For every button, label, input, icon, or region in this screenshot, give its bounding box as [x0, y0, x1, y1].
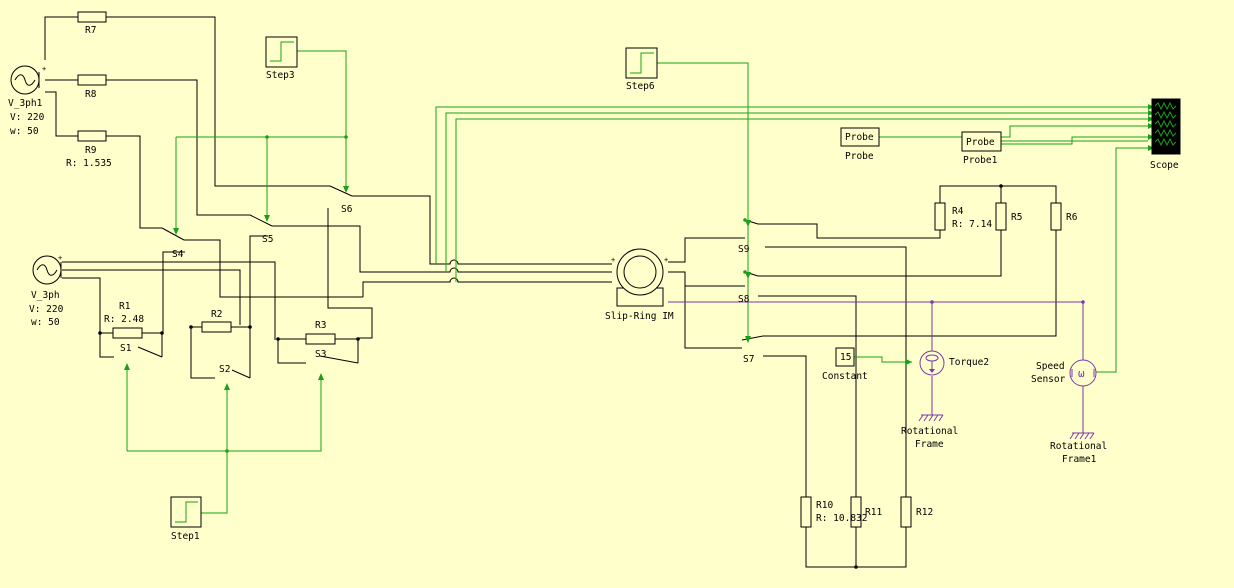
probe-box-text: Probe: [845, 132, 874, 143]
label-r2: R2: [211, 309, 222, 320]
label-step1: Step1: [171, 531, 200, 542]
resistor-r8: [77, 74, 107, 86]
label-s1: S1: [120, 343, 132, 354]
voltage-source-v3ph1[interactable]: +: [10, 65, 46, 95]
resistor-r11: [850, 496, 862, 528]
label-s6: S6: [341, 204, 353, 215]
speed-sensor[interactable]: ω: [1069, 359, 1097, 387]
label-step3: Step3: [266, 70, 295, 81]
label-r8: R8: [85, 89, 97, 100]
label-probe1: Probe1: [963, 155, 998, 166]
label-rot-frame-2: Frame: [915, 439, 944, 450]
resistor-r7: [77, 11, 107, 23]
constant-block[interactable]: [835, 347, 855, 367]
label-motor: Slip-Ring IM: [605, 311, 674, 322]
svg-text:+: +: [42, 65, 46, 73]
probe-block[interactable]: [840, 127, 880, 147]
label-r6: R6: [1066, 212, 1078, 223]
label-r5: R5: [1011, 212, 1022, 223]
label-r7: R7: [85, 25, 96, 36]
resistor-r9: [77, 130, 107, 142]
voltage-source-v3ph[interactable]: +: [32, 254, 62, 285]
svg-text:ω: ω: [1078, 367, 1085, 380]
resistor-r12: [900, 496, 912, 528]
step3-block[interactable]: [265, 36, 298, 68]
label-r9-val: R: 1.535: [66, 158, 112, 169]
rotational-frame-ground: [918, 414, 944, 422]
label-rot-frame1: Rotational: [1050, 441, 1107, 452]
label-step6: Step6: [626, 81, 655, 92]
label-speed-2: Sensor: [1031, 374, 1066, 385]
label-scope: Scope: [1150, 160, 1179, 171]
label-torque2: Torque2: [949, 357, 989, 368]
probe1-box-text: Probe: [966, 137, 995, 148]
labels: V_3ph1 V: 220 w: 50 V_3ph V: 220 w: 50 R…: [8, 25, 1179, 542]
scope-block[interactable]: [1151, 98, 1181, 155]
label-rot-frame: Rotational: [901, 426, 958, 437]
resistor-r2: [201, 321, 232, 333]
resistor-r10: [800, 496, 812, 528]
label-v3ph-w: w: 50: [31, 317, 60, 328]
resistor-r5: [995, 202, 1007, 231]
label-v3ph-v: V: 220: [29, 304, 64, 315]
label-speed-1: Speed: [1036, 361, 1065, 372]
signal-arrows: [124, 104, 1154, 390]
label-s4: S4: [172, 249, 184, 260]
rotational-frame1-ground: [1069, 432, 1095, 440]
step6-block[interactable]: [625, 47, 658, 79]
label-r4-val: R: 7.14: [952, 219, 992, 230]
resistor-r6: [1050, 202, 1062, 231]
label-s7: S7: [743, 354, 754, 365]
label-r11: R11: [865, 507, 882, 518]
label-r1-val: R: 2.48: [104, 314, 144, 325]
svg-text:+: +: [611, 256, 615, 264]
label-s8: S8: [738, 294, 750, 305]
resistors[interactable]: [77, 11, 1062, 528]
label-r1: R1: [119, 301, 131, 312]
probe1-block[interactable]: [961, 131, 1002, 152]
label-s2: S2: [219, 364, 230, 375]
torque-source[interactable]: [919, 350, 945, 376]
signal-wires: [126, 50, 1148, 514]
label-v3ph1: V_3ph1: [8, 98, 43, 109]
label-probe: Probe: [845, 151, 874, 162]
resistor-r1: [112, 327, 143, 339]
label-r12: R12: [916, 507, 933, 518]
label-v3ph1-v: V: 220: [10, 112, 45, 123]
label-r9: R9: [85, 145, 97, 156]
label-r3: R3: [315, 320, 326, 331]
label-constant: Constant: [822, 371, 868, 382]
label-v3ph1-w: w: 50: [10, 126, 39, 137]
label-r10-val: R: 10.832: [816, 513, 867, 524]
label-s9: S9: [738, 244, 750, 255]
electrical-wires: [44, 16, 1057, 568]
label-s3: S3: [315, 349, 326, 360]
resistor-r4: [934, 202, 946, 231]
label-rot-frame1-2: Frame1: [1062, 454, 1097, 465]
svg-text:+: +: [58, 254, 62, 262]
resistor-r3: [305, 333, 336, 345]
label-s5: S5: [262, 234, 273, 245]
crossovers: [440, 259, 466, 283]
constant-value: 15: [840, 352, 851, 363]
label-r10: R10: [816, 500, 833, 511]
label-v3ph: V_3ph: [31, 290, 60, 301]
step1-block[interactable]: [170, 496, 202, 528]
mechanical-wires: [668, 301, 1084, 433]
slip-ring-motor[interactable]: + +: [611, 248, 668, 307]
svg-text:+: +: [664, 256, 668, 264]
label-r4: R4: [952, 206, 964, 217]
